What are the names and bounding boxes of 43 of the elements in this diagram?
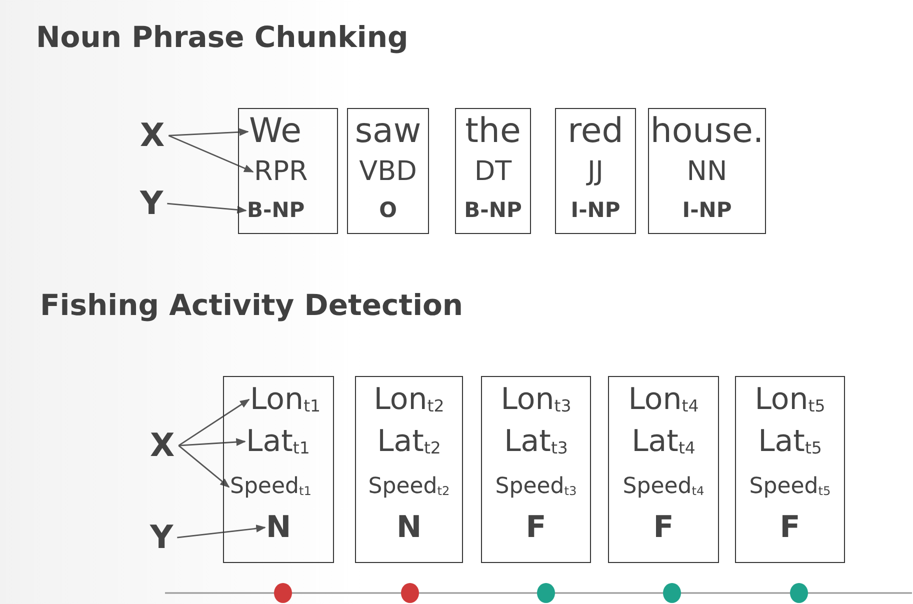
token-box [481,376,591,563]
token-text: JJ [588,157,604,187]
tag-label: F [780,511,800,544]
tag-label: O [379,199,397,222]
arrow [178,445,230,488]
token-text: RPR [254,157,308,187]
tag-label: B-NP [464,199,522,222]
token-box [223,376,334,563]
variable-label: Y [140,186,164,222]
tag-label: F [653,511,674,544]
token-text: DT [474,157,512,187]
variable-label: X [140,118,165,154]
variable-label: Y [150,520,174,556]
token-box [555,108,636,234]
arrow [168,134,254,172]
token-box [347,108,429,234]
arrow [178,438,246,446]
arrow [168,128,249,136]
arrow [167,202,247,214]
token-box [608,376,719,563]
token-box [355,376,463,563]
token-text: the [465,113,521,150]
tag-label: N [396,511,422,544]
section-heading: Fishing Activity Detection [40,290,464,322]
tag-label: B-NP [247,199,305,222]
token-box [455,108,531,234]
variable-label: X [150,428,175,464]
token-text: We [249,113,302,150]
tag-label: I-NP [682,199,732,222]
token-box [648,108,766,234]
token-text: red [568,113,624,150]
arrow [178,398,250,446]
tag-label: I-NP [570,199,620,222]
arrow [177,524,266,538]
tag-label: N [266,511,292,544]
token-box [735,376,845,563]
token-text: VBD [359,157,417,187]
section-heading: Noun Phrase Chunking [36,22,408,54]
tag-label: F [526,511,546,544]
token-text: saw [354,113,422,150]
token-text: house. [650,113,764,150]
token-text: NN [686,157,728,187]
token-box [238,108,338,234]
